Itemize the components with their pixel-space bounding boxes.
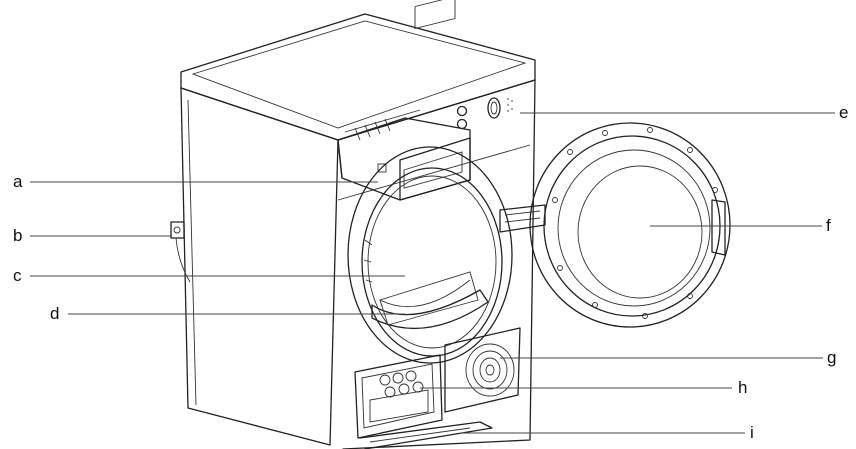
open-door [529,122,731,328]
label-e: e [839,103,849,122]
label-i: i [750,423,754,442]
drum-opening [347,146,513,364]
label-b: b [13,226,23,245]
power-socket [170,221,191,283]
control-panel [414,0,513,130]
water-tank-drawer [337,109,471,201]
dryer-front [337,79,536,449]
label-d: d [50,304,60,323]
condenser-compartment [354,354,443,439]
air-vent [444,327,521,413]
door-hinge [499,204,546,233]
label-h: h [738,378,748,397]
leader-lines [30,112,835,434]
label-g: g [827,348,837,367]
compartment-flap [359,421,493,449]
dryer-top [180,13,536,141]
label-f: f [826,216,831,235]
fluff-filter [379,271,479,326]
label-a: a [13,172,23,191]
dryer-side [180,87,339,446]
label-c: c [13,266,22,285]
